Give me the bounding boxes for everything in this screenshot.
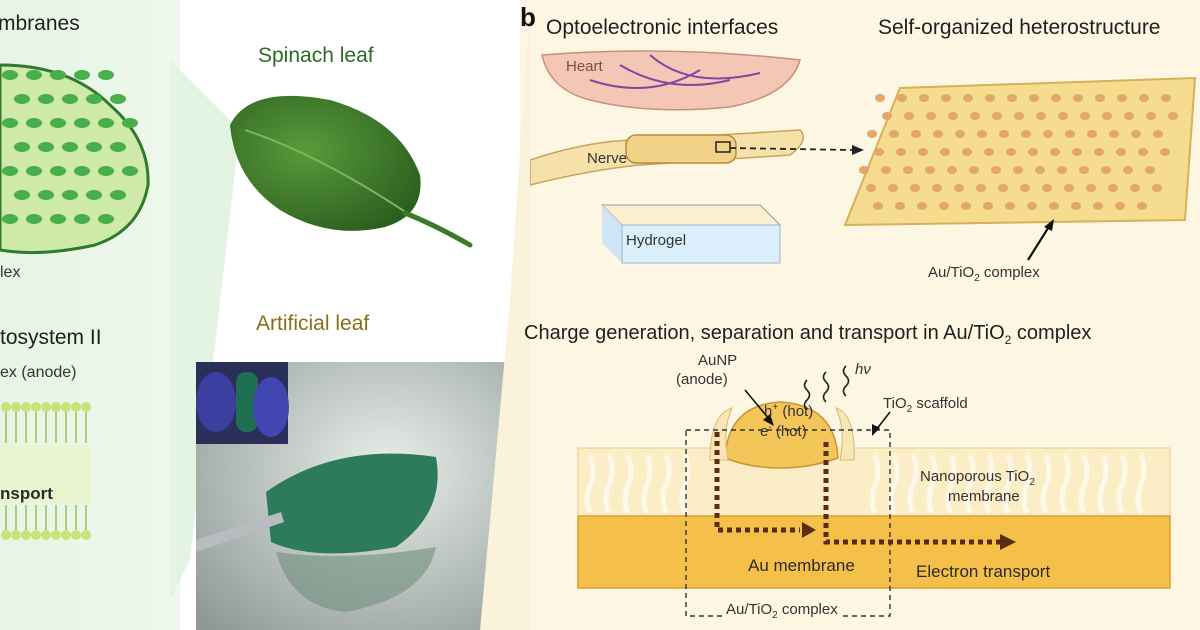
tio2-scaffold-label: TiO2 scaffold [883,395,968,415]
nanoporous-label-line2: membrane [948,488,1020,505]
panel-a: mbranes lex tosystem II ex (anode) nspor… [0,0,520,630]
complex-anode-label: ex (anode) [0,364,77,381]
artificial-leaf-title: Artificial leaf [256,312,370,335]
charge-transport-diagram [577,365,1171,617]
hv-label: hν [855,361,871,378]
charge-generation-title: Charge generation, separation and transp… [524,322,1092,347]
hole-label: h+ (hot) [764,402,814,420]
spinach-leaf-photo [230,95,473,248]
thylakoid-membrane-illustration [0,63,150,255]
optoelectronic-title: Optoelectronic interfaces [546,16,779,39]
complex-label-top: lex [0,264,21,281]
photosystem-title: tosystem II [0,326,102,349]
heart-label: Heart [566,58,603,75]
electron-label: e- (hot) [760,422,807,440]
zoom-wedge-b [480,0,530,630]
transport-label: nsport [0,484,53,503]
hydrogel-label: Hydrogel [626,232,687,249]
complex-pointer-arrow [1027,219,1054,261]
au-membrane-label: Au membrane [748,556,855,575]
spinach-leaf-title: Spinach leaf [258,44,374,67]
heterostructure-sheet [843,76,1197,227]
membranes-title: mbranes [0,12,80,35]
heterostructure-title: Self-organized heterostructure [878,16,1161,39]
complex-label-top: Au/TiO2 complex [928,264,1040,284]
anode-label: (anode) [676,371,728,388]
electron-transport-label: Electron transport [916,562,1051,581]
nanoporous-label-line1: Nanoporous TiO2 [920,468,1035,488]
artificial-leaf-photo [196,362,514,630]
lipid-bilayer-illustration [0,402,91,540]
complex-label-bottom: Au/TiO2 complex [722,601,842,621]
panel-b-letter: b [520,2,536,32]
aunp-label: AuNP [698,352,738,369]
zoom-wedge [170,60,240,600]
optoelectronic-illustration [530,50,864,264]
nerve-label: Nerve [587,150,628,167]
